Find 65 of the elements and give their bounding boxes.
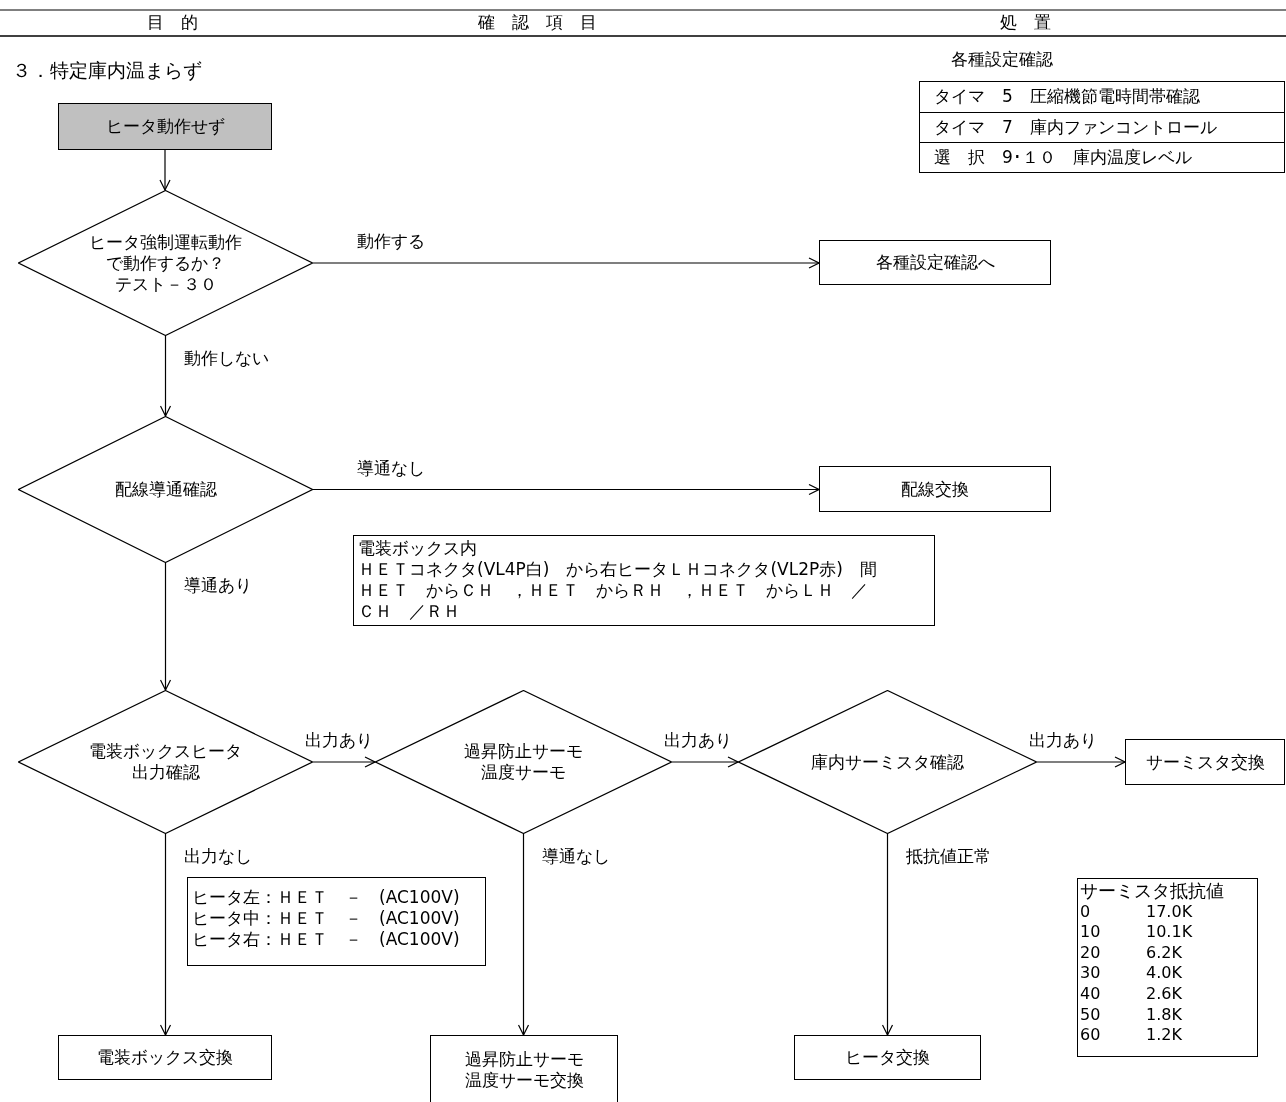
- edge-label: 抵抗値正常: [905, 846, 991, 866]
- note-line: ＨＥＴコネクタ(VL4P白) から右ヒータＬＨコネクタ(VL2P赤) 間: [358, 559, 878, 580]
- diamond-label: ヒータ強制運転動作で動作するか？: [88, 231, 243, 274]
- process-box: サーミスタ交換: [1125, 739, 1285, 785]
- column-heading: 確 認 項 目: [477, 12, 597, 32]
- decision-diamond: [18, 416, 313, 563]
- arrow: [517, 833, 530, 1036]
- table-cell: 2.6K: [1146, 983, 1182, 1005]
- table-cell-text: 20: [1080, 942, 1102, 964]
- table-heading: サーミスタ抵抗値: [1080, 881, 1225, 902]
- table-heading: 各種設定確認: [951, 48, 1054, 71]
- arrow: [671, 756, 739, 768]
- note-line: ヒータ中：ＨＥＴ － (AC100V): [192, 908, 461, 929]
- note-line: ＨＥＴ からＣＨ ，ＨＥＴ からＲＨ ，ＨＥＴ からＬＨ ／: [358, 580, 869, 601]
- note-line: ＣＨ ／ＲＨ: [358, 601, 461, 622]
- note-line: ヒータ右：ＨＥＴ － (AC100V): [192, 929, 461, 950]
- table-cell: 1.2K: [1146, 1025, 1182, 1046]
- note-box: [353, 535, 935, 626]
- edge-label: 出力なし: [183, 846, 252, 866]
- process-box: 配線交換: [819, 466, 1051, 512]
- table-cell-text: 0: [1080, 901, 1092, 923]
- table-cell: 17.0K: [1146, 901, 1193, 923]
- table-cell: 6.2K: [1146, 942, 1182, 964]
- edge-label: 導通なし: [541, 846, 610, 866]
- arrow: [159, 562, 172, 691]
- column-heading: 処 置: [999, 12, 1051, 32]
- table-cell: 4.0K: [1146, 963, 1182, 984]
- diamond-label: テスト－３０: [113, 273, 218, 295]
- arrow: [881, 833, 894, 1036]
- table-cell: タイマ 7 庫内ファンコントロール: [920, 112, 1284, 142]
- edge-label: 動作する: [357, 231, 425, 251]
- resistance-table: [1077, 878, 1258, 1057]
- diamond-label: 庫内サーミスタ確認: [810, 751, 965, 773]
- table-cell: 1.8K: [1146, 1004, 1182, 1026]
- process-box: ヒータ動作せず: [58, 103, 272, 150]
- table-cell-text: 60: [1080, 1025, 1102, 1046]
- arrow: [312, 483, 820, 496]
- table-cell-text: 40: [1080, 983, 1102, 1005]
- note-box: [187, 877, 486, 966]
- process-box: 各種設定確認へ: [819, 240, 1051, 285]
- diamond-label: 過昇防止サーモ温度サーモ: [463, 741, 584, 783]
- note-line: 電装ボックス内: [358, 538, 478, 559]
- table-cell-text: 50: [1080, 1004, 1102, 1026]
- arrow: [159, 335, 172, 417]
- settings-table: [919, 50, 1285, 171]
- table-cell-text: 30: [1080, 963, 1102, 984]
- diamond-label: 配線導通確認: [113, 479, 218, 500]
- table-cell: 選 択 9･１０ 庫内温度レベル: [920, 142, 1284, 172]
- table-cell: 10.1K: [1146, 922, 1193, 943]
- diamond-label: 電装ボックスヒータ出力確認: [88, 741, 243, 783]
- edge-label: 導通なし: [357, 457, 425, 478]
- column-heading: 目 的: [146, 12, 198, 32]
- arrow: [1036, 756, 1126, 768]
- process-box: 電装ボックス交換: [58, 1035, 272, 1080]
- arrow: [159, 149, 171, 191]
- decision-diamond: [18, 190, 313, 336]
- process-box: ヒータ交換: [794, 1035, 981, 1080]
- arrow: [312, 756, 376, 768]
- arrow: [312, 257, 820, 269]
- arrow: [159, 833, 172, 1036]
- process-box: 過昇防止サーモ温度サーモ交換: [430, 1035, 618, 1102]
- table-cell-text: タイマ 5 圧縮機節電時間帯確認: [933, 85, 1201, 108]
- note-line: ヒータ左：ＨＥＴ － (AC100V): [192, 887, 461, 908]
- edge-label: 動作しない: [183, 348, 269, 368]
- table-cell-text: 10: [1080, 922, 1102, 943]
